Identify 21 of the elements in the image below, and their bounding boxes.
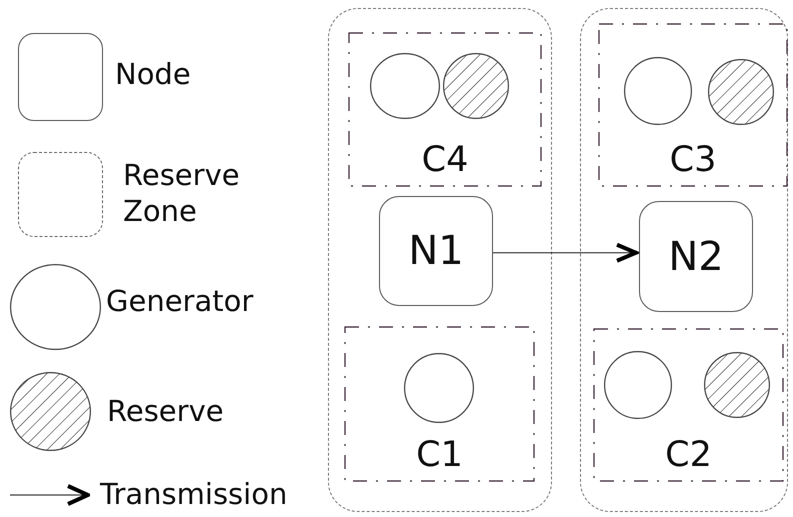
generator-circle bbox=[370, 53, 440, 119]
cluster-label: C1 bbox=[416, 438, 463, 473]
reserve-circle bbox=[443, 53, 509, 119]
reserve-circle bbox=[704, 352, 770, 418]
cluster-label: C2 bbox=[665, 438, 712, 473]
cluster-label: C3 bbox=[670, 143, 716, 178]
cluster-label: C4 bbox=[422, 143, 468, 178]
generator-circle bbox=[624, 57, 692, 125]
arrow bbox=[492, 242, 638, 263]
legend-label: Node bbox=[115, 56, 192, 92]
node-box: N2 bbox=[639, 201, 753, 312]
generator-circle bbox=[404, 353, 474, 423]
legend-label: Transmission bbox=[100, 476, 288, 512]
node-box: N1 bbox=[379, 196, 493, 306]
generator-circle bbox=[604, 351, 672, 419]
legend-label: Reserve bbox=[107, 393, 225, 430]
legend-label: Generator bbox=[106, 283, 254, 320]
legend-label: Reserve Zone bbox=[123, 157, 241, 230]
reserve-zone bbox=[580, 8, 788, 512]
reserve-zone bbox=[328, 8, 552, 512]
reserve-circle bbox=[708, 59, 774, 125]
